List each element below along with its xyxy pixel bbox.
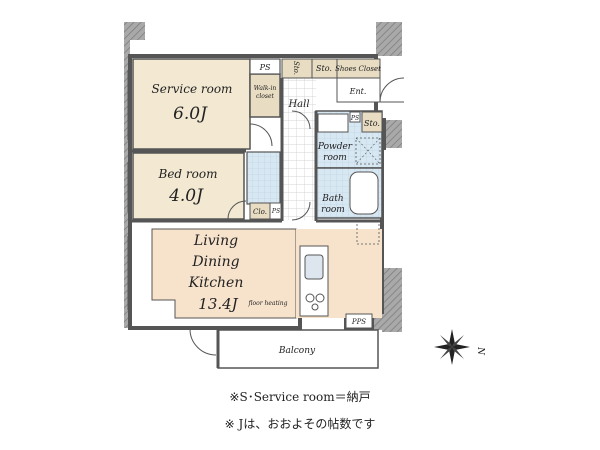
balcony-label: Balcony — [278, 346, 316, 356]
bed-room — [132, 152, 245, 220]
clo-label: Clo. — [253, 208, 267, 216]
powder-label-1: Powder — [317, 142, 353, 152]
interior-walls — [130, 78, 382, 223]
hall-label: Hall — [287, 99, 309, 110]
service-room-name: Service room — [152, 82, 233, 96]
compass-label: N — [475, 346, 485, 356]
sto-label-2: Sto. — [316, 64, 332, 73]
walkin-closet — [249, 73, 281, 118]
ldk-label-2: Dining — [191, 254, 239, 270]
balcony — [217, 329, 379, 369]
walkin-label-2: closet — [256, 93, 275, 100]
bed-room-name: Bed room — [158, 167, 218, 181]
ent-label: Ent. — [349, 87, 367, 96]
ldk-label-1: Living — [193, 233, 238, 249]
bathtub — [349, 171, 379, 215]
walkin-label-1: Walk-in — [254, 85, 277, 92]
ps-box-2 — [349, 111, 361, 123]
doors — [189, 77, 405, 356]
entrance — [336, 77, 381, 103]
kitchen-stove — [305, 293, 325, 311]
sto-label-3: Sto. — [364, 119, 380, 128]
ps-label-2: PS — [350, 115, 359, 122]
powder-label-2: room — [323, 153, 347, 163]
kitchen-sink — [304, 254, 324, 280]
ps-box-1 — [249, 58, 281, 75]
bed-room-size: 4.0J — [168, 186, 204, 206]
ps-label-3: PS — [271, 208, 280, 215]
hall-floor — [282, 78, 316, 220]
note-jo-unit: ※ Jは、おおよその帖数です — [224, 417, 376, 431]
fridge-space — [356, 221, 380, 245]
bath-label-1: Bath — [321, 194, 343, 204]
powder-sink — [317, 113, 349, 133]
pps-box — [345, 313, 373, 329]
note-service-room: ※S･Service room＝納戸 — [229, 390, 371, 404]
pps-label: PPS — [351, 318, 366, 326]
ps-label-1: PS — [259, 63, 271, 72]
service-room — [132, 58, 251, 150]
shoes-closet-label: Shoes Closet — [335, 65, 381, 73]
compass-icon — [434, 329, 470, 365]
toilet-area — [246, 151, 281, 205]
service-room-size: 6.0J — [173, 104, 208, 124]
storage-c — [361, 111, 383, 133]
floor-heating-label: floor heating — [247, 300, 287, 307]
west-windows — [127, 70, 132, 310]
ldk-label-3: Kitchen — [188, 275, 244, 291]
sto-label-1: Sto. — [292, 61, 300, 75]
ldk-size: 13.4J — [198, 295, 238, 313]
bath-label-2: room — [321, 205, 345, 215]
washer-space — [355, 137, 381, 165]
